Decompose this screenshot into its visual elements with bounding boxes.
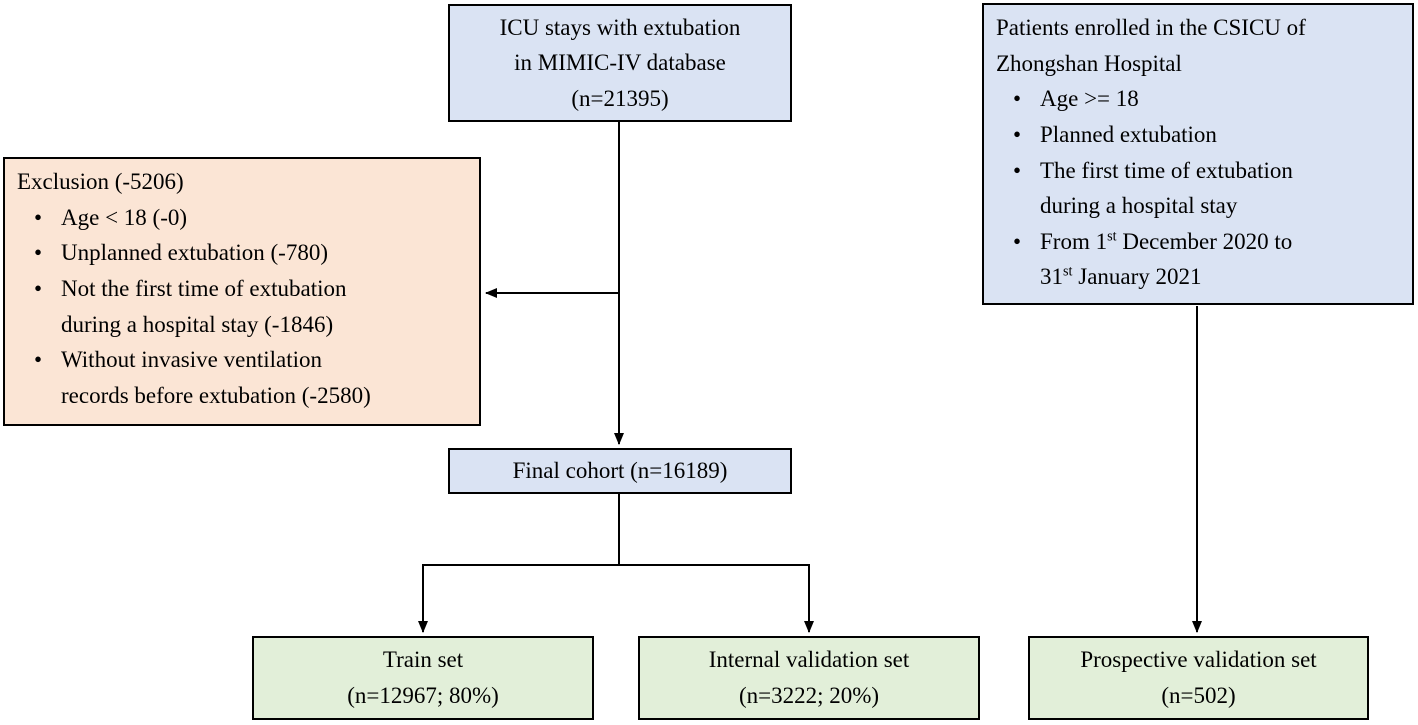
box-mimic-source: ICU stays with extubation in MIMIC-IV da… [448,4,792,122]
box-line: ICU stays with extubation [499,14,741,40]
bullet-icon: • [1013,228,1022,254]
exclusion-list: • Age < 18 (-0) • Unplanned extubation (… [17,200,467,414]
list-item: • Planned extubation [996,117,1400,153]
bullet-text: Planned extubation [1040,121,1217,147]
list-item: • Age < 18 (-0) [17,200,467,236]
list-item: • Without invasive ventilation records b… [17,342,467,413]
bullet-icon: • [1013,157,1022,183]
bullet-text: Not the first time of extubation during … [61,275,347,337]
list-item: • The first time of extubation during a … [996,153,1400,224]
box-line: in MIMIC-IV database [514,50,726,76]
bullet-text: Without invasive ventilation records bef… [61,347,371,408]
bullet-icon: • [1013,86,1022,112]
list-item: • From 1st December 2020 to 31st January… [996,224,1400,295]
bullet-icon: • [34,204,43,230]
criteria-list: • Age >= 18 • Planned extubation • The f… [996,81,1400,295]
bullet-text: From 1st December 2020 to 31st January 2… [1040,228,1293,290]
list-item: • Not the first time of extubation durin… [17,271,467,342]
box-line: (n=12967; 80%) [347,683,499,708]
bullet-text: Age >= 18 [1040,86,1139,112]
box-line: (n=21395) [571,85,669,111]
box-line: Train set [382,647,464,673]
box-internal-validation-set: Internal validation set (n=3222; 20%) [638,636,980,720]
bullet-text: Age < 18 (-0) [61,204,188,230]
box-line: Internal validation set [708,647,910,673]
bullet-text: Unplanned extubation (-780) [61,240,328,266]
box-zhongshan-source: Patients enrolled in the CSICU of Zhongs… [982,3,1414,305]
box-final-cohort: Final cohort (n=16189) [448,448,792,494]
bullet-icon: • [1013,121,1022,147]
bullet-icon: • [34,275,43,301]
list-item: • Unplanned extubation (-780) [17,235,467,271]
box-line: (n=502) [1161,683,1236,708]
bullet-icon: • [34,240,43,266]
list-item: • Age >= 18 [996,81,1400,117]
box-prospective-validation-set: Prospective validation set (n=502) [1028,636,1369,720]
box-line: (n=3222; 20%) [738,683,880,708]
box-title: Patients enrolled in the CSICU of Zhongs… [996,15,1306,76]
box-exclusion: Exclusion (-5206) • Age < 18 (-0) • Unpl… [3,157,481,426]
bullet-icon: • [34,347,43,373]
box-train-set: Train set (n=12967; 80%) [252,636,594,720]
box-line: Prospective validation set [1080,647,1317,673]
box-line: Final cohort (n=16189) [512,458,728,484]
bullet-text: The first time of extubation during a ho… [1040,157,1293,219]
box-title: Exclusion (-5206) [17,169,184,194]
